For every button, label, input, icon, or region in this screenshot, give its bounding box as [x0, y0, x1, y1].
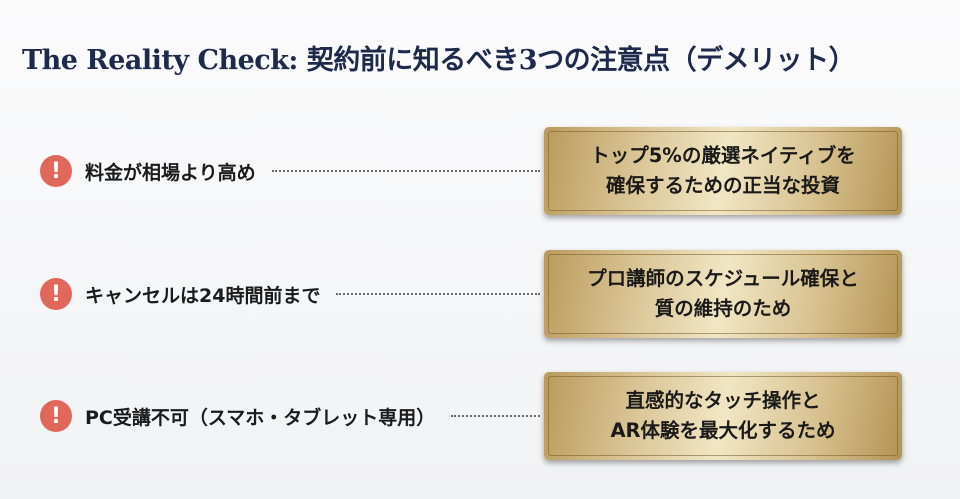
- reason-line: 質の維持のため: [654, 297, 792, 320]
- reason-line: プロ講師のスケジュール確保と: [587, 267, 859, 290]
- reason-box: 直感的なタッチ操作と AR体験を最大化するため: [544, 372, 902, 460]
- reason-box: プロ講師のスケジュール確保と 質の維持のため: [544, 250, 902, 338]
- reason-line: 直感的なタッチ操作と: [625, 389, 821, 412]
- exclamation-icon: !: [40, 400, 72, 432]
- caveat-label: キャンセルは24時間前まで: [85, 284, 321, 307]
- caveat-row: ! 料金が相場より高め トップ5%の厳選ネイティブを 確保するための正当な投資: [40, 125, 902, 217]
- reason-line: 確保するための正当な投資: [605, 174, 840, 197]
- dotted-connector: [336, 293, 540, 295]
- reason-box: トップ5%の厳選ネイティブを 確保するための正当な投資: [544, 127, 902, 215]
- exclamation-icon: !: [40, 278, 72, 310]
- dotted-connector: [451, 415, 540, 417]
- dotted-connector: [271, 170, 540, 172]
- caveat-label: 料金が相場より高め: [85, 161, 256, 184]
- reason-line: トップ5%の厳選ネイティブを: [590, 144, 856, 167]
- caveat-row: ! キャンセルは24時間前まで プロ講師のスケジュール確保と 質の維持のため: [40, 248, 902, 340]
- caveat-row: ! PC受講不可（スマホ・タブレット専用） 直感的なタッチ操作と AR体験を最大…: [40, 370, 902, 462]
- caveat-label: PC受講不可（スマホ・タブレット専用）: [85, 406, 436, 429]
- page-title: The Reality Check: 契約前に知るべき3つの注意点（デメリット）: [22, 45, 856, 76]
- exclamation-icon: !: [40, 155, 72, 187]
- reason-line: AR体験を最大化するため: [610, 419, 836, 442]
